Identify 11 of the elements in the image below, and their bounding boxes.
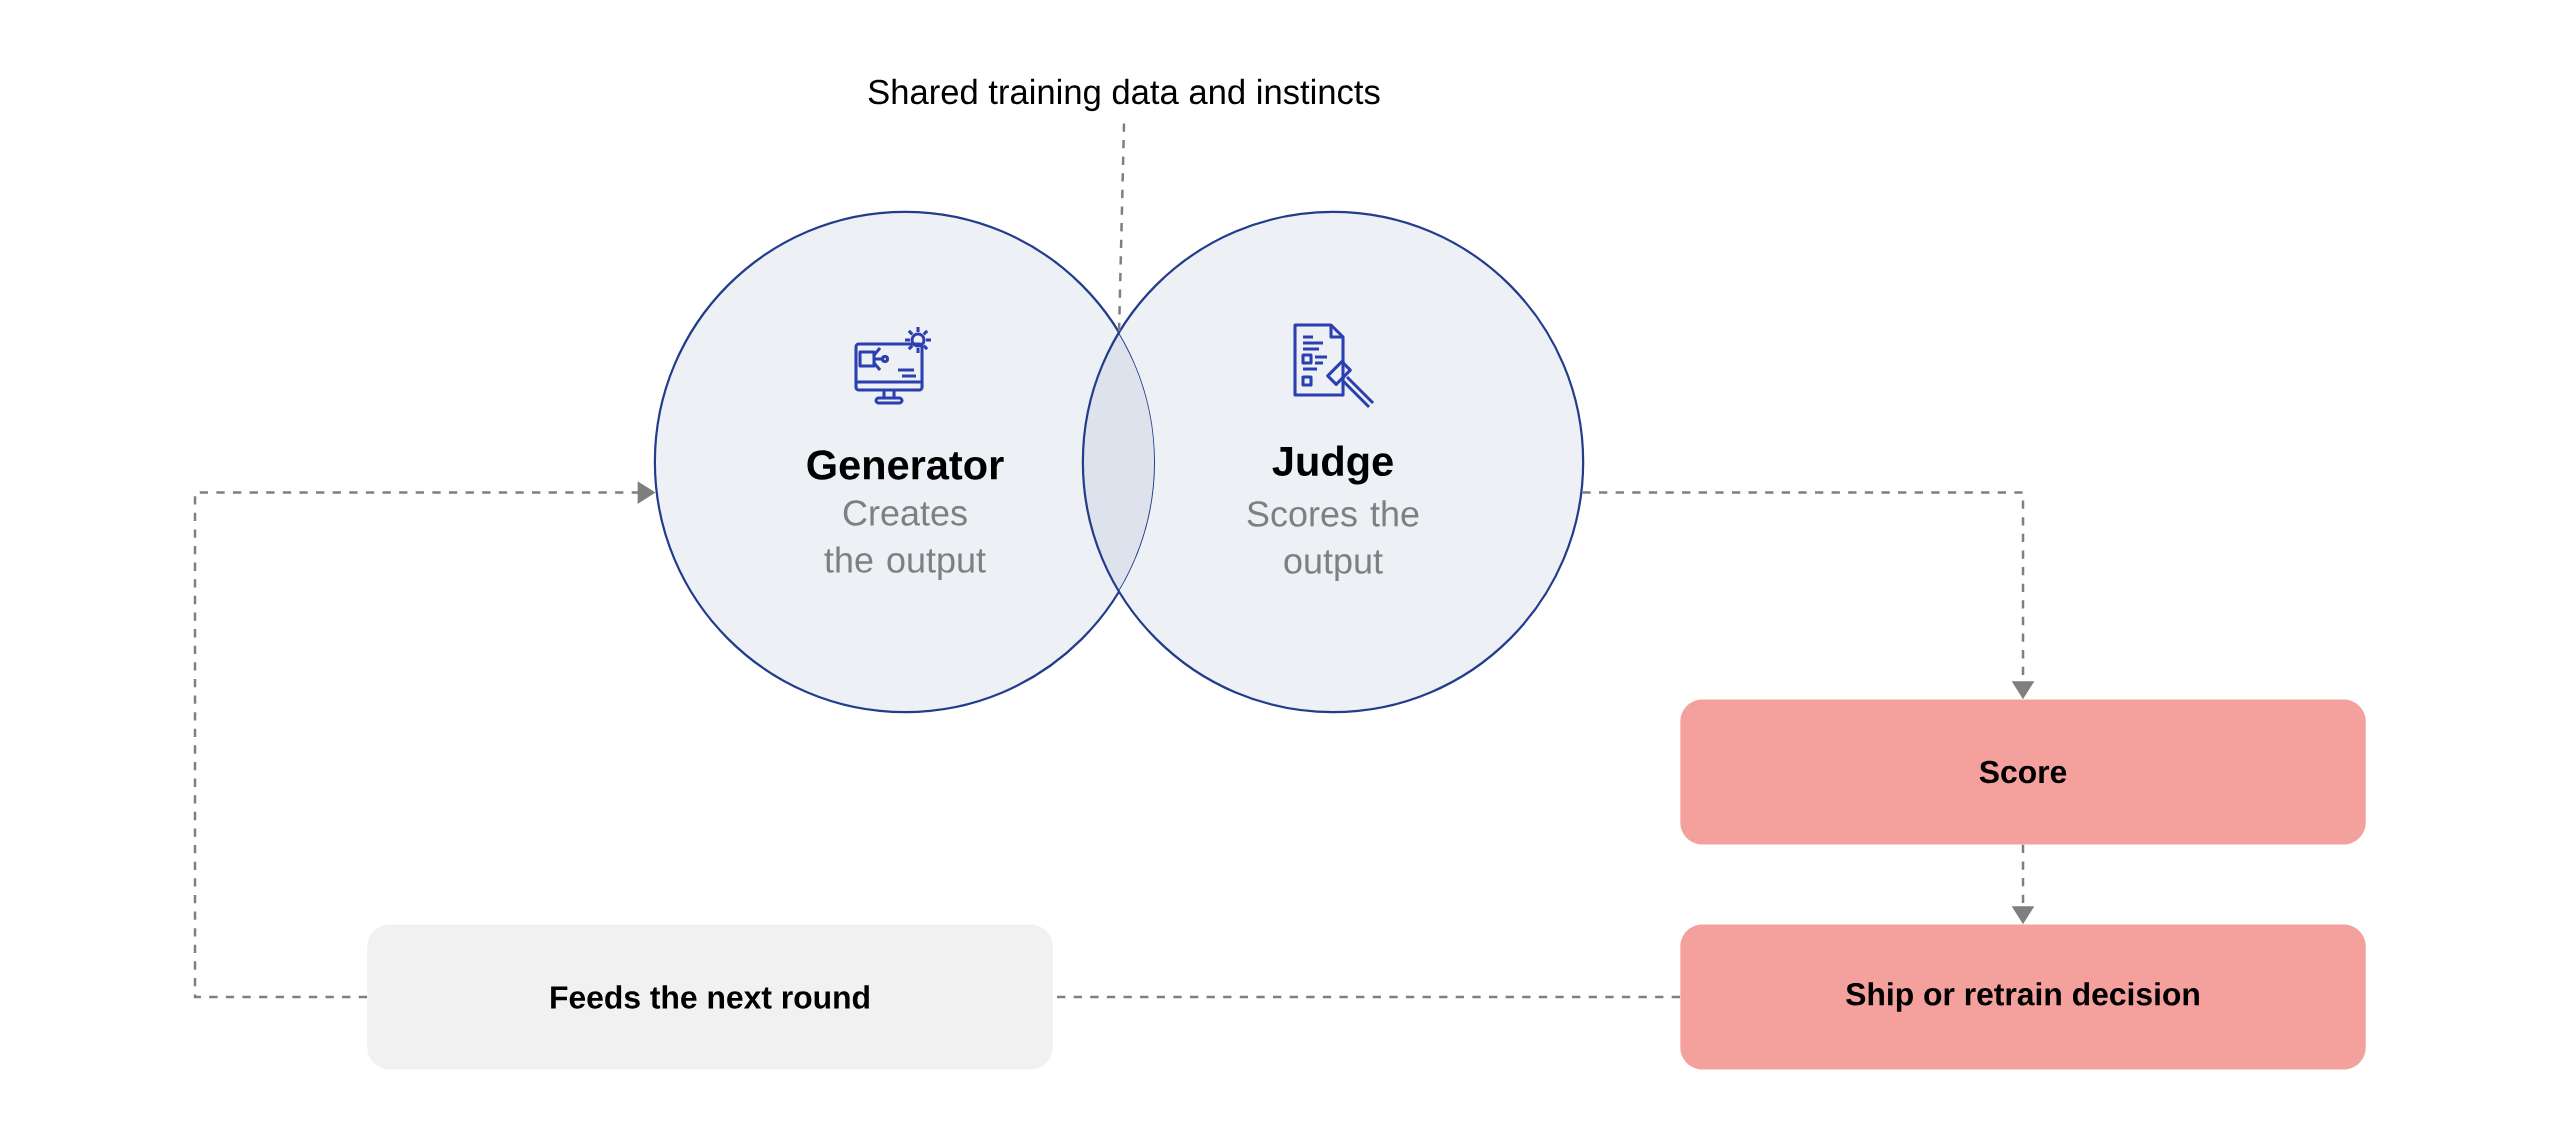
callout-label: Shared training data and instincts xyxy=(868,78,1380,112)
venn-circle xyxy=(653,210,1157,714)
venn-overlap xyxy=(1083,332,1155,592)
node-title: Generator xyxy=(807,450,1004,480)
process-box: Feeds the next round xyxy=(367,924,1053,1070)
node-title: Judge xyxy=(1272,445,1393,485)
node-subtitle: Scores the output xyxy=(1247,500,1419,581)
process-box: Ship or retrain decision xyxy=(1680,924,2366,1070)
process-box: Score xyxy=(1680,699,2366,845)
venn-circle xyxy=(1081,210,1585,714)
node-subtitle: Creates the output xyxy=(824,500,986,580)
